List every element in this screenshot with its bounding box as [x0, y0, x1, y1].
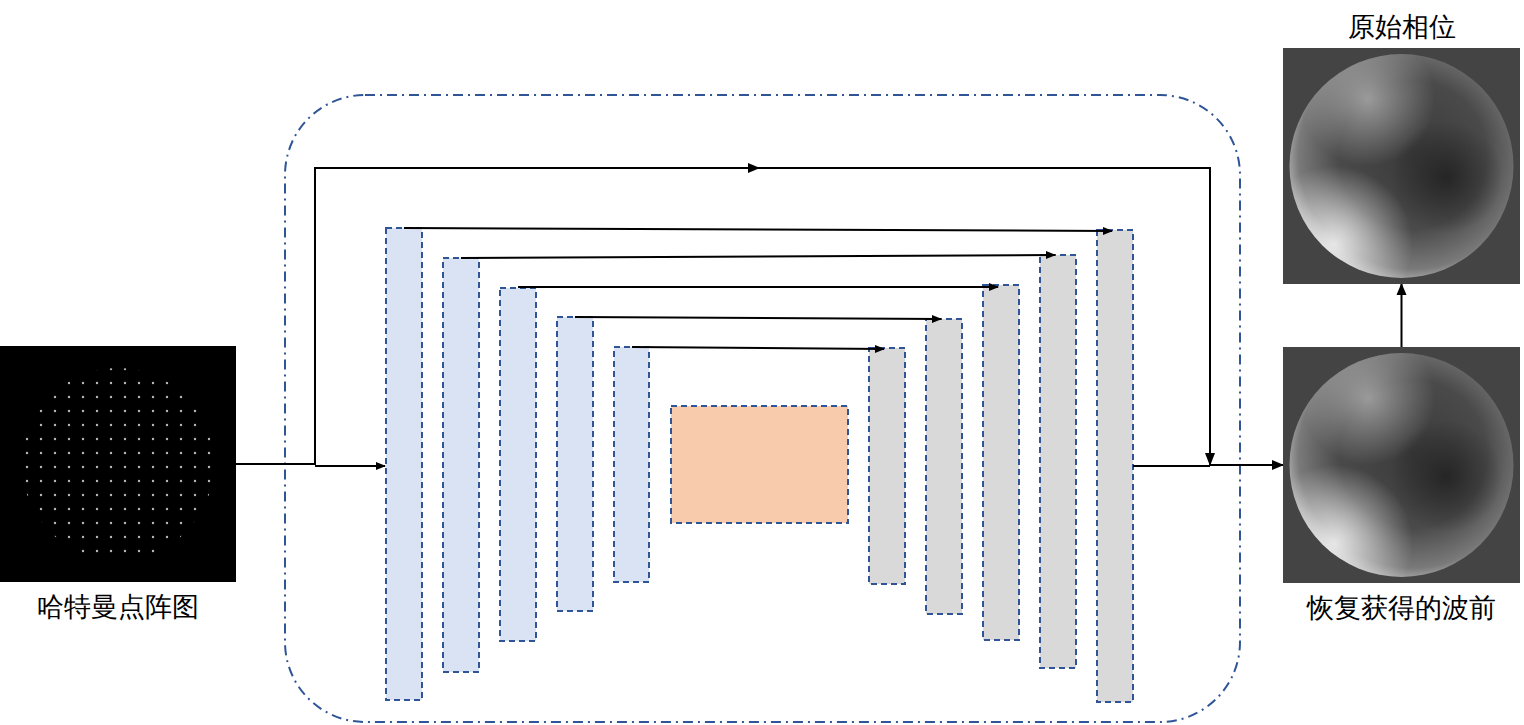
image-caption: 哈特曼点阵图: [37, 592, 199, 622]
decoder-bars: [869, 230, 1133, 702]
flow-arrow: [1401, 284, 1403, 347]
encoder-bars: [386, 228, 649, 700]
image-caption: 恢复获得的波前: [1307, 593, 1496, 623]
flow-arrow: [236, 168, 1283, 465]
image-caption: 原始相位: [1348, 12, 1456, 42]
image-node: 哈特曼点阵图: [0, 346, 236, 582]
image-node: 恢复获得的波前: [1283, 347, 1520, 583]
image-node: 原始相位: [1283, 48, 1520, 284]
network-frame: [285, 95, 1240, 722]
bottleneck-block: [671, 406, 848, 523]
skip-connections: [315, 228, 1210, 466]
